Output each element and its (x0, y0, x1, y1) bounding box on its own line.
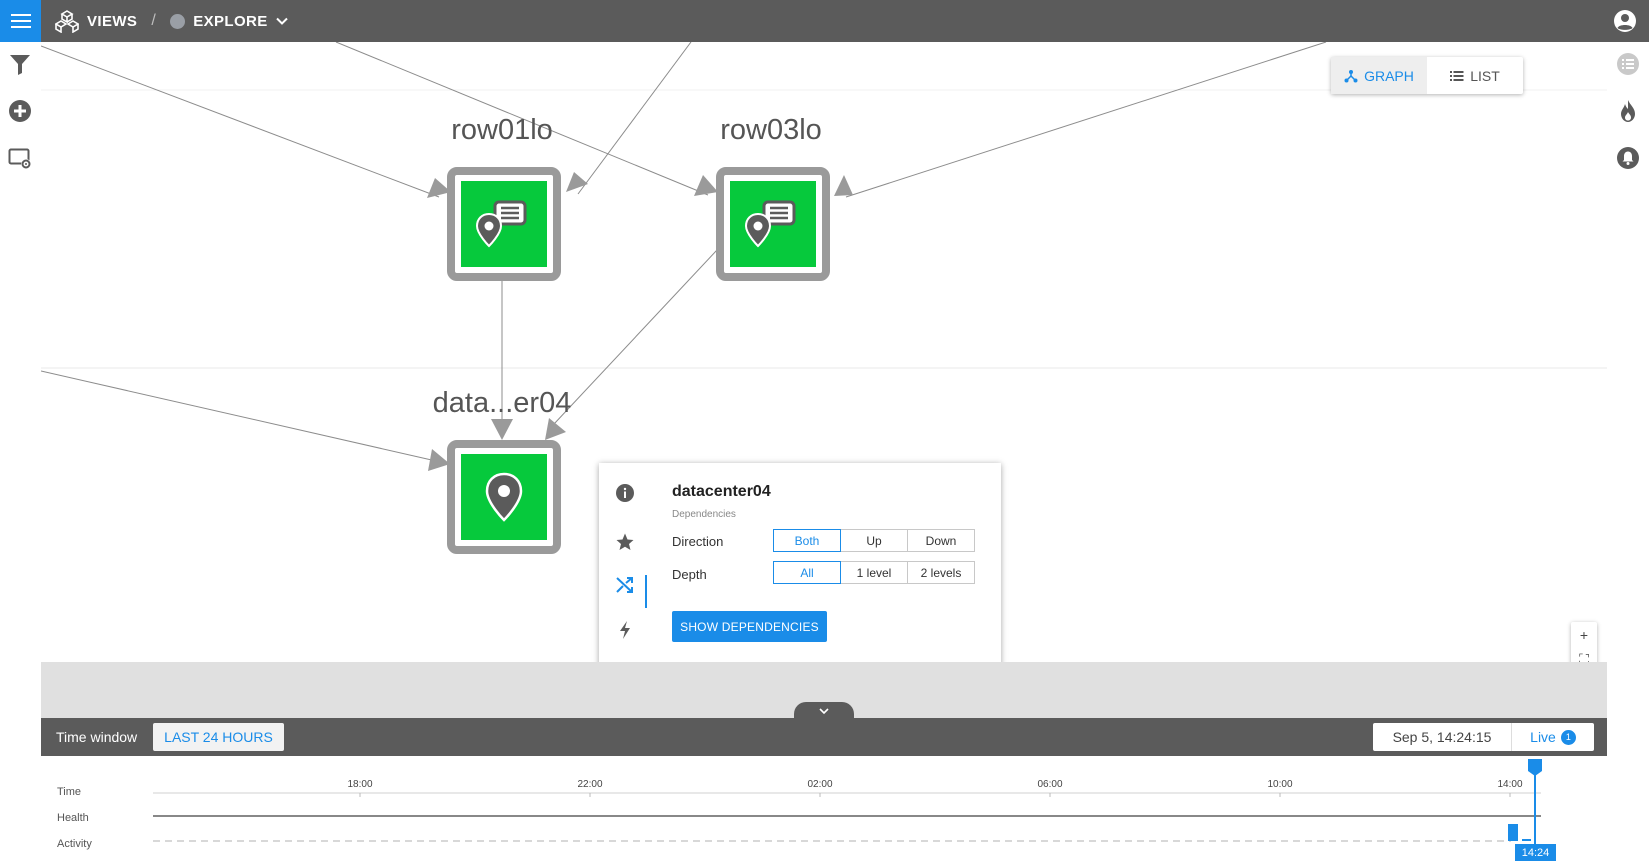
node-label-datacenter04: data...er04 (432, 387, 572, 419)
node-row03lo[interactable] (716, 167, 830, 281)
top-bar: VIEWS / EXPLORE (0, 0, 1649, 42)
edge-arrow (545, 418, 566, 440)
flame-icon[interactable] (1616, 99, 1640, 123)
activity-bar (1508, 824, 1518, 841)
dependencies-popup: datacenter04 Dependencies Direction Both… (599, 463, 1001, 662)
edge (41, 45, 440, 198)
star-icon[interactable] (614, 531, 636, 553)
shuffle-icon[interactable] (614, 574, 636, 596)
depth-1-level-button[interactable]: 1 level (840, 561, 908, 584)
node-label-row03lo: row03lo (720, 114, 822, 146)
popup-subtitle: Dependencies (672, 509, 736, 520)
list-view-button[interactable]: LIST (1427, 57, 1523, 94)
timeline-tick: 06:00 (1037, 779, 1063, 790)
timeline-tick: 02:00 (807, 779, 833, 790)
breadcrumb-explore[interactable]: EXPLORE (193, 12, 268, 30)
list-view-label: LIST (1470, 67, 1500, 84)
breadcrumb: VIEWS / EXPLORE (55, 0, 289, 42)
show-dependencies-button[interactable]: SHOW DEPENDENCIES (672, 611, 827, 642)
collapse-timeline-button[interactable] (794, 702, 854, 719)
graph-view-button[interactable]: GRAPH (1331, 57, 1427, 94)
live-button[interactable]: Live 1 (1512, 723, 1594, 751)
edge (335, 42, 709, 196)
timeline-row-activity: Activity (57, 838, 92, 850)
time-window-range-button[interactable]: LAST 24 HOURS (153, 723, 284, 751)
edge-arrow (834, 175, 853, 196)
timeline-tracks (153, 759, 1542, 852)
breadcrumb-views[interactable]: VIEWS (87, 12, 138, 30)
explore-status-dot (170, 13, 186, 29)
timeline-row-health: Health (57, 812, 89, 824)
direction-options: Both Up Down (773, 529, 975, 552)
add-circle-icon[interactable] (8, 99, 32, 123)
notification-bell-icon[interactable] (1616, 146, 1640, 170)
time-cursor-label: 14:24 (1515, 844, 1556, 861)
time-window-bar: Time window LAST 24 HOURS Sep 5, 14:24:1… (41, 718, 1607, 756)
time-cursor-handle (1528, 759, 1542, 776)
direction-both-button[interactable]: Both (773, 529, 841, 552)
edge-arrow (428, 449, 450, 471)
depth-all-button[interactable]: All (773, 561, 841, 584)
edge (577, 42, 692, 195)
node-datacenter04[interactable] (447, 440, 561, 554)
zoom-fit-button[interactable]: ⛶ (1579, 651, 1589, 662)
view-mode-toggle: GRAPH LIST (1331, 57, 1523, 94)
zoom-in-button[interactable]: + (1579, 626, 1589, 643)
node-row01lo[interactable] (447, 167, 561, 281)
timeline-tick: 10:00 (1267, 779, 1293, 790)
list-icon (1450, 70, 1464, 81)
lightning-icon[interactable] (614, 619, 636, 641)
graph-view-label: GRAPH (1364, 67, 1414, 84)
graph-icon (1344, 69, 1358, 82)
live-badge: 1 (1560, 729, 1576, 745)
edge (845, 42, 1327, 198)
active-tab-indicator (645, 575, 647, 608)
graph-canvas[interactable]: GRAPH LIST row01lo row03lo (41, 42, 1607, 662)
timeline-row-time: Time (57, 786, 82, 798)
direction-down-button[interactable]: Down (907, 529, 975, 552)
edge-arrow (491, 419, 513, 440)
chevron-down-icon[interactable] (275, 14, 289, 28)
edge-arrow (427, 178, 451, 198)
location-chat-icon (744, 200, 796, 248)
list-circle-icon[interactable] (1616, 52, 1640, 76)
edge (553, 249, 718, 425)
activity-bar (1522, 839, 1531, 841)
depth-label: Depth (672, 567, 707, 582)
direction-label: Direction (672, 534, 724, 549)
filter-icon[interactable] (8, 52, 32, 76)
edge-arrow (694, 175, 718, 196)
info-icon[interactable] (614, 482, 636, 504)
direction-up-button[interactable]: Up (840, 529, 908, 552)
time-window-label: Time window (56, 729, 138, 745)
timeline-tick: 14:00 (1497, 779, 1523, 790)
chevron-down-icon (819, 707, 829, 714)
hamburger-menu-button[interactable] (0, 0, 41, 42)
view-settings-icon[interactable] (8, 146, 32, 170)
left-toolbar (0, 42, 42, 866)
cubes-icon (55, 10, 79, 33)
current-datetime[interactable]: Sep 5, 14:24:15 (1373, 723, 1512, 751)
right-toolbar (1606, 42, 1649, 866)
timeline-tick: 18:00 (347, 779, 373, 790)
breadcrumb-separator: / (151, 12, 157, 29)
menu-icon (10, 14, 31, 28)
location-pin-icon (485, 472, 523, 522)
popup-title: datacenter04 (672, 483, 771, 500)
datetime-selector: Sep 5, 14:24:15 Live 1 (1373, 723, 1594, 751)
edge-arrow (566, 172, 588, 192)
location-chat-icon (475, 200, 527, 248)
timeline-tick: 22:00 (577, 779, 603, 790)
live-label: Live (1530, 729, 1556, 745)
zoom-controls: + ⛶ - (1571, 622, 1597, 662)
edge (41, 370, 437, 462)
depth-options: All 1 level 2 levels (773, 561, 975, 584)
account-icon[interactable] (1613, 9, 1637, 33)
depth-2-levels-button[interactable]: 2 levels (907, 561, 975, 584)
timeline[interactable]: Time Health Activity 18:00 22:00 02:00 0… (41, 756, 1607, 866)
node-label-row01lo: row01lo (451, 114, 553, 146)
